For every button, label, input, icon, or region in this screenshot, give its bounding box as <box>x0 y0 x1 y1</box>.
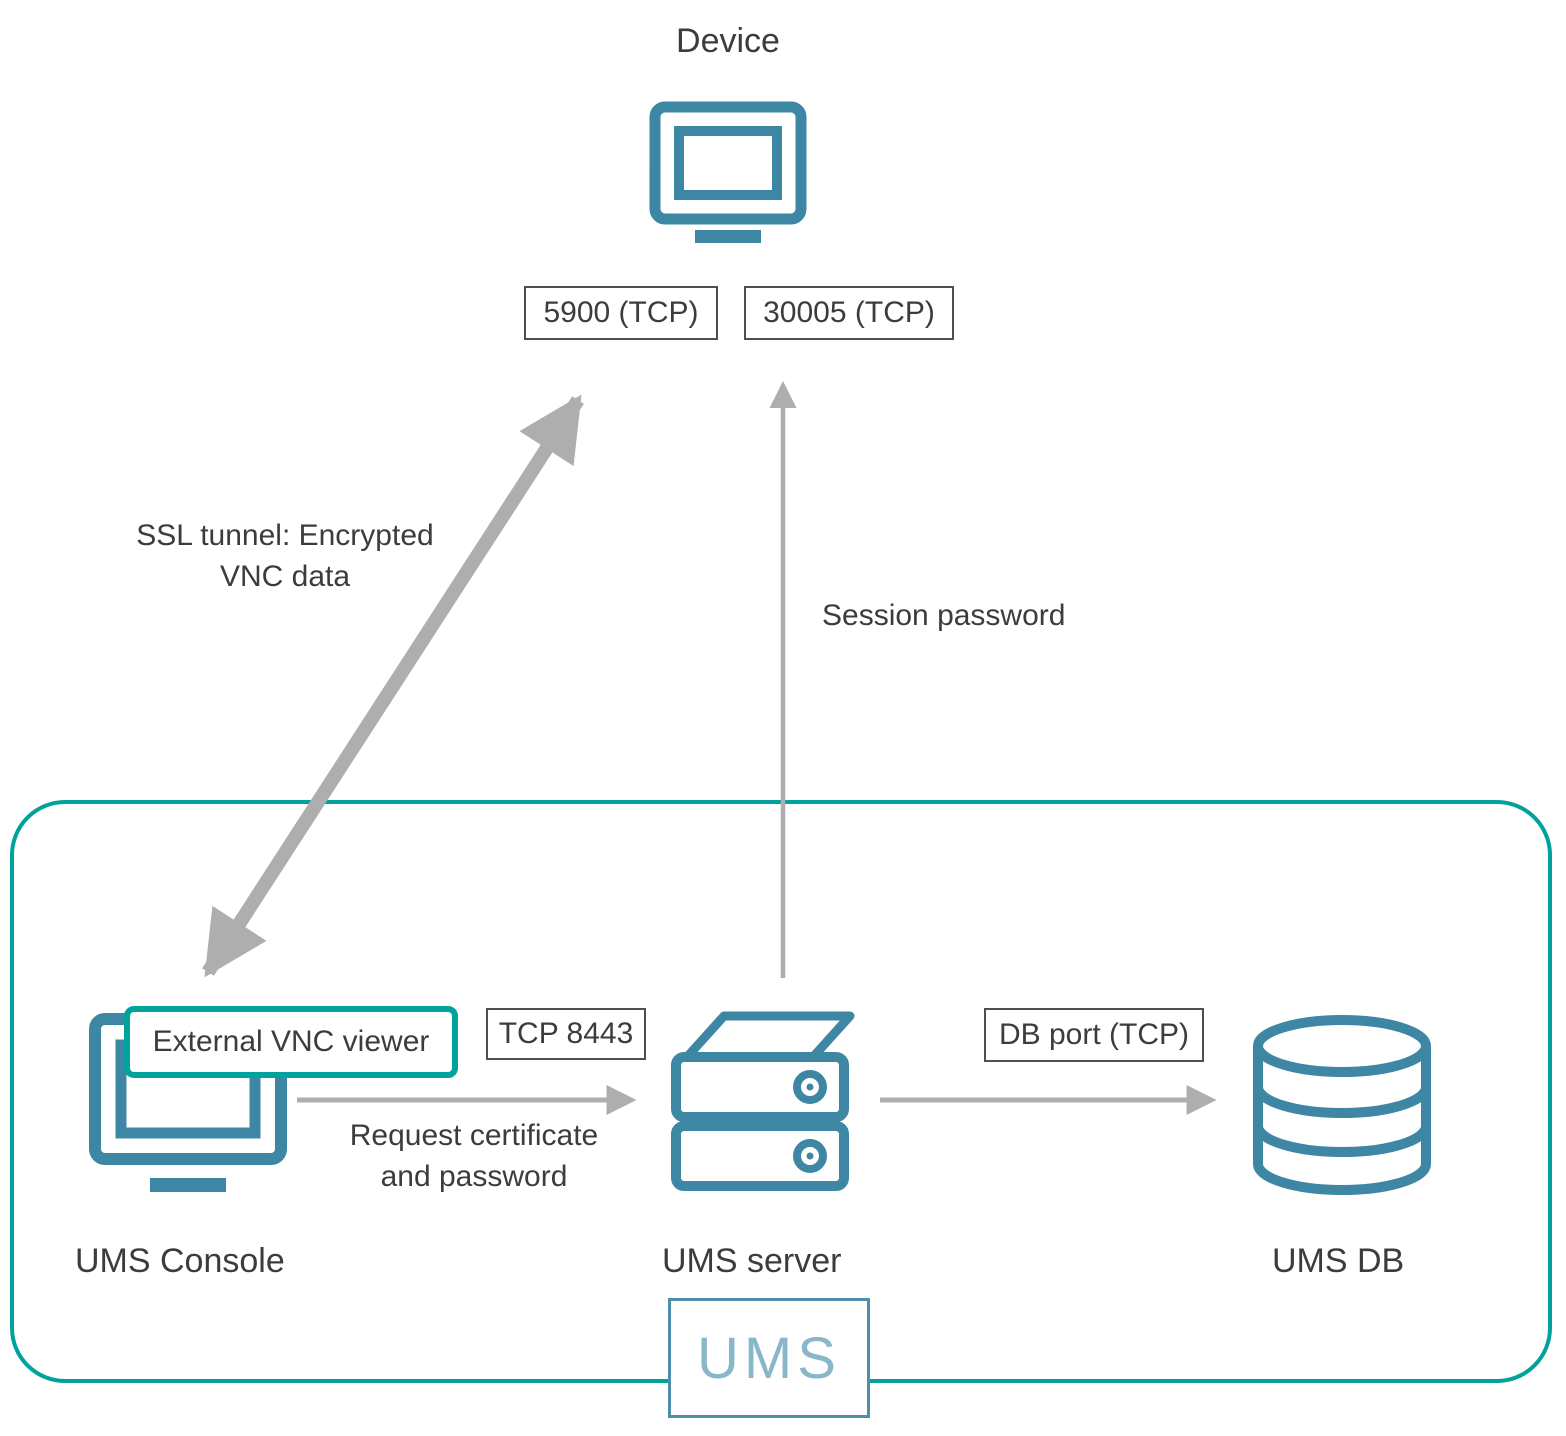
ums-server-icon <box>671 1011 855 1191</box>
db-port-box: DB port (TCP) <box>984 1008 1204 1062</box>
session-password-label: Session password <box>822 599 1066 632</box>
tcp-8443-box: TCP 8443 <box>486 1008 646 1060</box>
device-monitor-icon <box>649 101 807 243</box>
ums-console-label: UMS Console <box>75 1242 285 1280</box>
ums-logo: UMS <box>668 1298 870 1418</box>
ums-db-label: UMS DB <box>1272 1242 1405 1280</box>
ssl-tunnel-label: SSL tunnel: Encrypted VNC data <box>136 519 434 593</box>
port-5900-box: 5900 (TCP) <box>524 286 718 340</box>
ums-db-icon <box>1253 1015 1431 1195</box>
external-vnc-viewer-box: External VNC viewer <box>124 1006 458 1078</box>
ums-server-label: UMS server <box>662 1242 842 1280</box>
request-certificate-label: Request certificate and password <box>349 1119 599 1193</box>
device-label: Device <box>676 22 780 60</box>
port-30005-box: 30005 (TCP) <box>744 286 954 340</box>
